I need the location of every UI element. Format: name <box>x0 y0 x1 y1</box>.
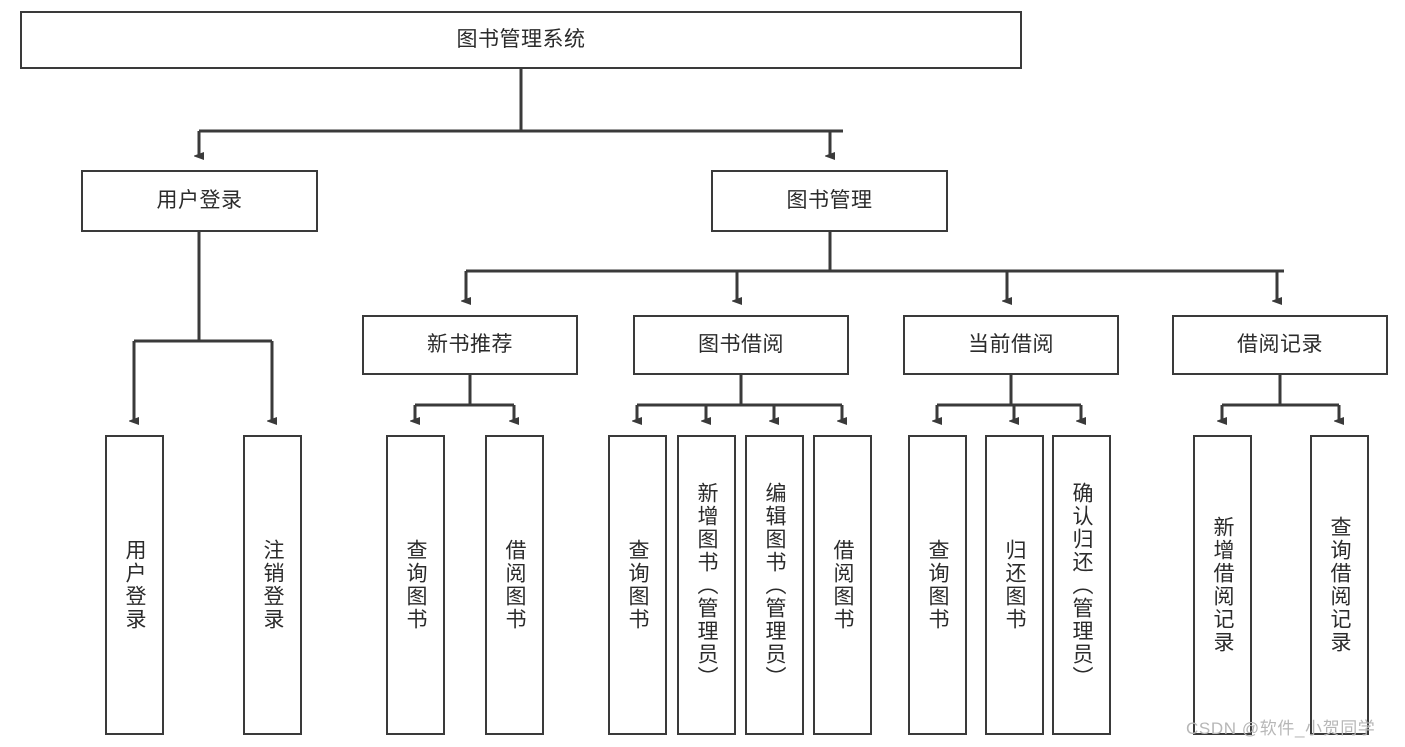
node-book-manage[interactable]: 图书管理 <box>711 170 948 232</box>
node-leaf-borrow-book-2-label: 借阅图书 <box>831 539 854 631</box>
node-leaf-query-book-3[interactable]: 查询图书 <box>908 435 967 735</box>
node-leaf-borrow-book-2[interactable]: 借阅图书 <box>813 435 872 735</box>
node-leaf-logout[interactable]: 注销登录 <box>243 435 302 735</box>
node-current-borrow-label: 当前借阅 <box>968 333 1054 357</box>
node-leaf-edit-book-admin-label: 编辑图书（管理员） <box>763 481 786 689</box>
node-leaf-query-book-2[interactable]: 查询图书 <box>608 435 667 735</box>
node-leaf-borrow-book-1-label: 借阅图书 <box>503 539 526 631</box>
node-leaf-query-book-3-label: 查询图书 <box>926 539 949 631</box>
node-leaf-user-login[interactable]: 用户登录 <box>105 435 164 735</box>
node-current-borrow[interactable]: 当前借阅 <box>903 315 1119 375</box>
node-root-label: 图书管理系统 <box>456 28 586 52</box>
node-leaf-user-login-label: 用户登录 <box>123 539 146 631</box>
node-leaf-add-book-admin[interactable]: 新增图书（管理员） <box>677 435 736 735</box>
node-user-login-label: 用户登录 <box>156 189 243 213</box>
node-leaf-confirm-return-admin-label: 确认归还（管理员） <box>1070 481 1093 689</box>
node-root[interactable]: 图书管理系统 <box>20 11 1022 69</box>
node-borrow-record-label: 借阅记录 <box>1237 333 1323 357</box>
node-leaf-add-book-admin-label: 新增图书（管理员） <box>695 481 718 689</box>
node-book-borrow-label: 图书借阅 <box>698 333 784 357</box>
node-new-book-recommend-label: 新书推荐 <box>427 333 513 357</box>
node-leaf-query-book-1[interactable]: 查询图书 <box>386 435 445 735</box>
node-leaf-logout-label: 注销登录 <box>261 539 284 631</box>
node-leaf-return-book-label: 归还图书 <box>1003 539 1026 631</box>
node-book-borrow[interactable]: 图书借阅 <box>633 315 849 375</box>
node-leaf-return-book[interactable]: 归还图书 <box>985 435 1044 735</box>
node-leaf-query-borrow-record-label: 查询借阅记录 <box>1328 516 1351 654</box>
node-leaf-query-borrow-record[interactable]: 查询借阅记录 <box>1310 435 1369 735</box>
node-leaf-confirm-return-admin[interactable]: 确认归还（管理员） <box>1052 435 1111 735</box>
watermark-label: CSDN @软件_小贺同学 <box>1186 719 1376 738</box>
node-leaf-add-borrow-record[interactable]: 新增借阅记录 <box>1193 435 1252 735</box>
node-new-book-recommend[interactable]: 新书推荐 <box>362 315 578 375</box>
node-user-login[interactable]: 用户登录 <box>81 170 318 232</box>
node-leaf-borrow-book-1[interactable]: 借阅图书 <box>485 435 544 735</box>
node-leaf-add-borrow-record-label: 新增借阅记录 <box>1211 516 1234 654</box>
node-leaf-query-book-2-label: 查询图书 <box>626 539 649 631</box>
node-borrow-record[interactable]: 借阅记录 <box>1172 315 1388 375</box>
node-book-manage-label: 图书管理 <box>786 189 873 213</box>
node-leaf-edit-book-admin[interactable]: 编辑图书（管理员） <box>745 435 804 735</box>
node-leaf-query-book-1-label: 查询图书 <box>404 539 427 631</box>
